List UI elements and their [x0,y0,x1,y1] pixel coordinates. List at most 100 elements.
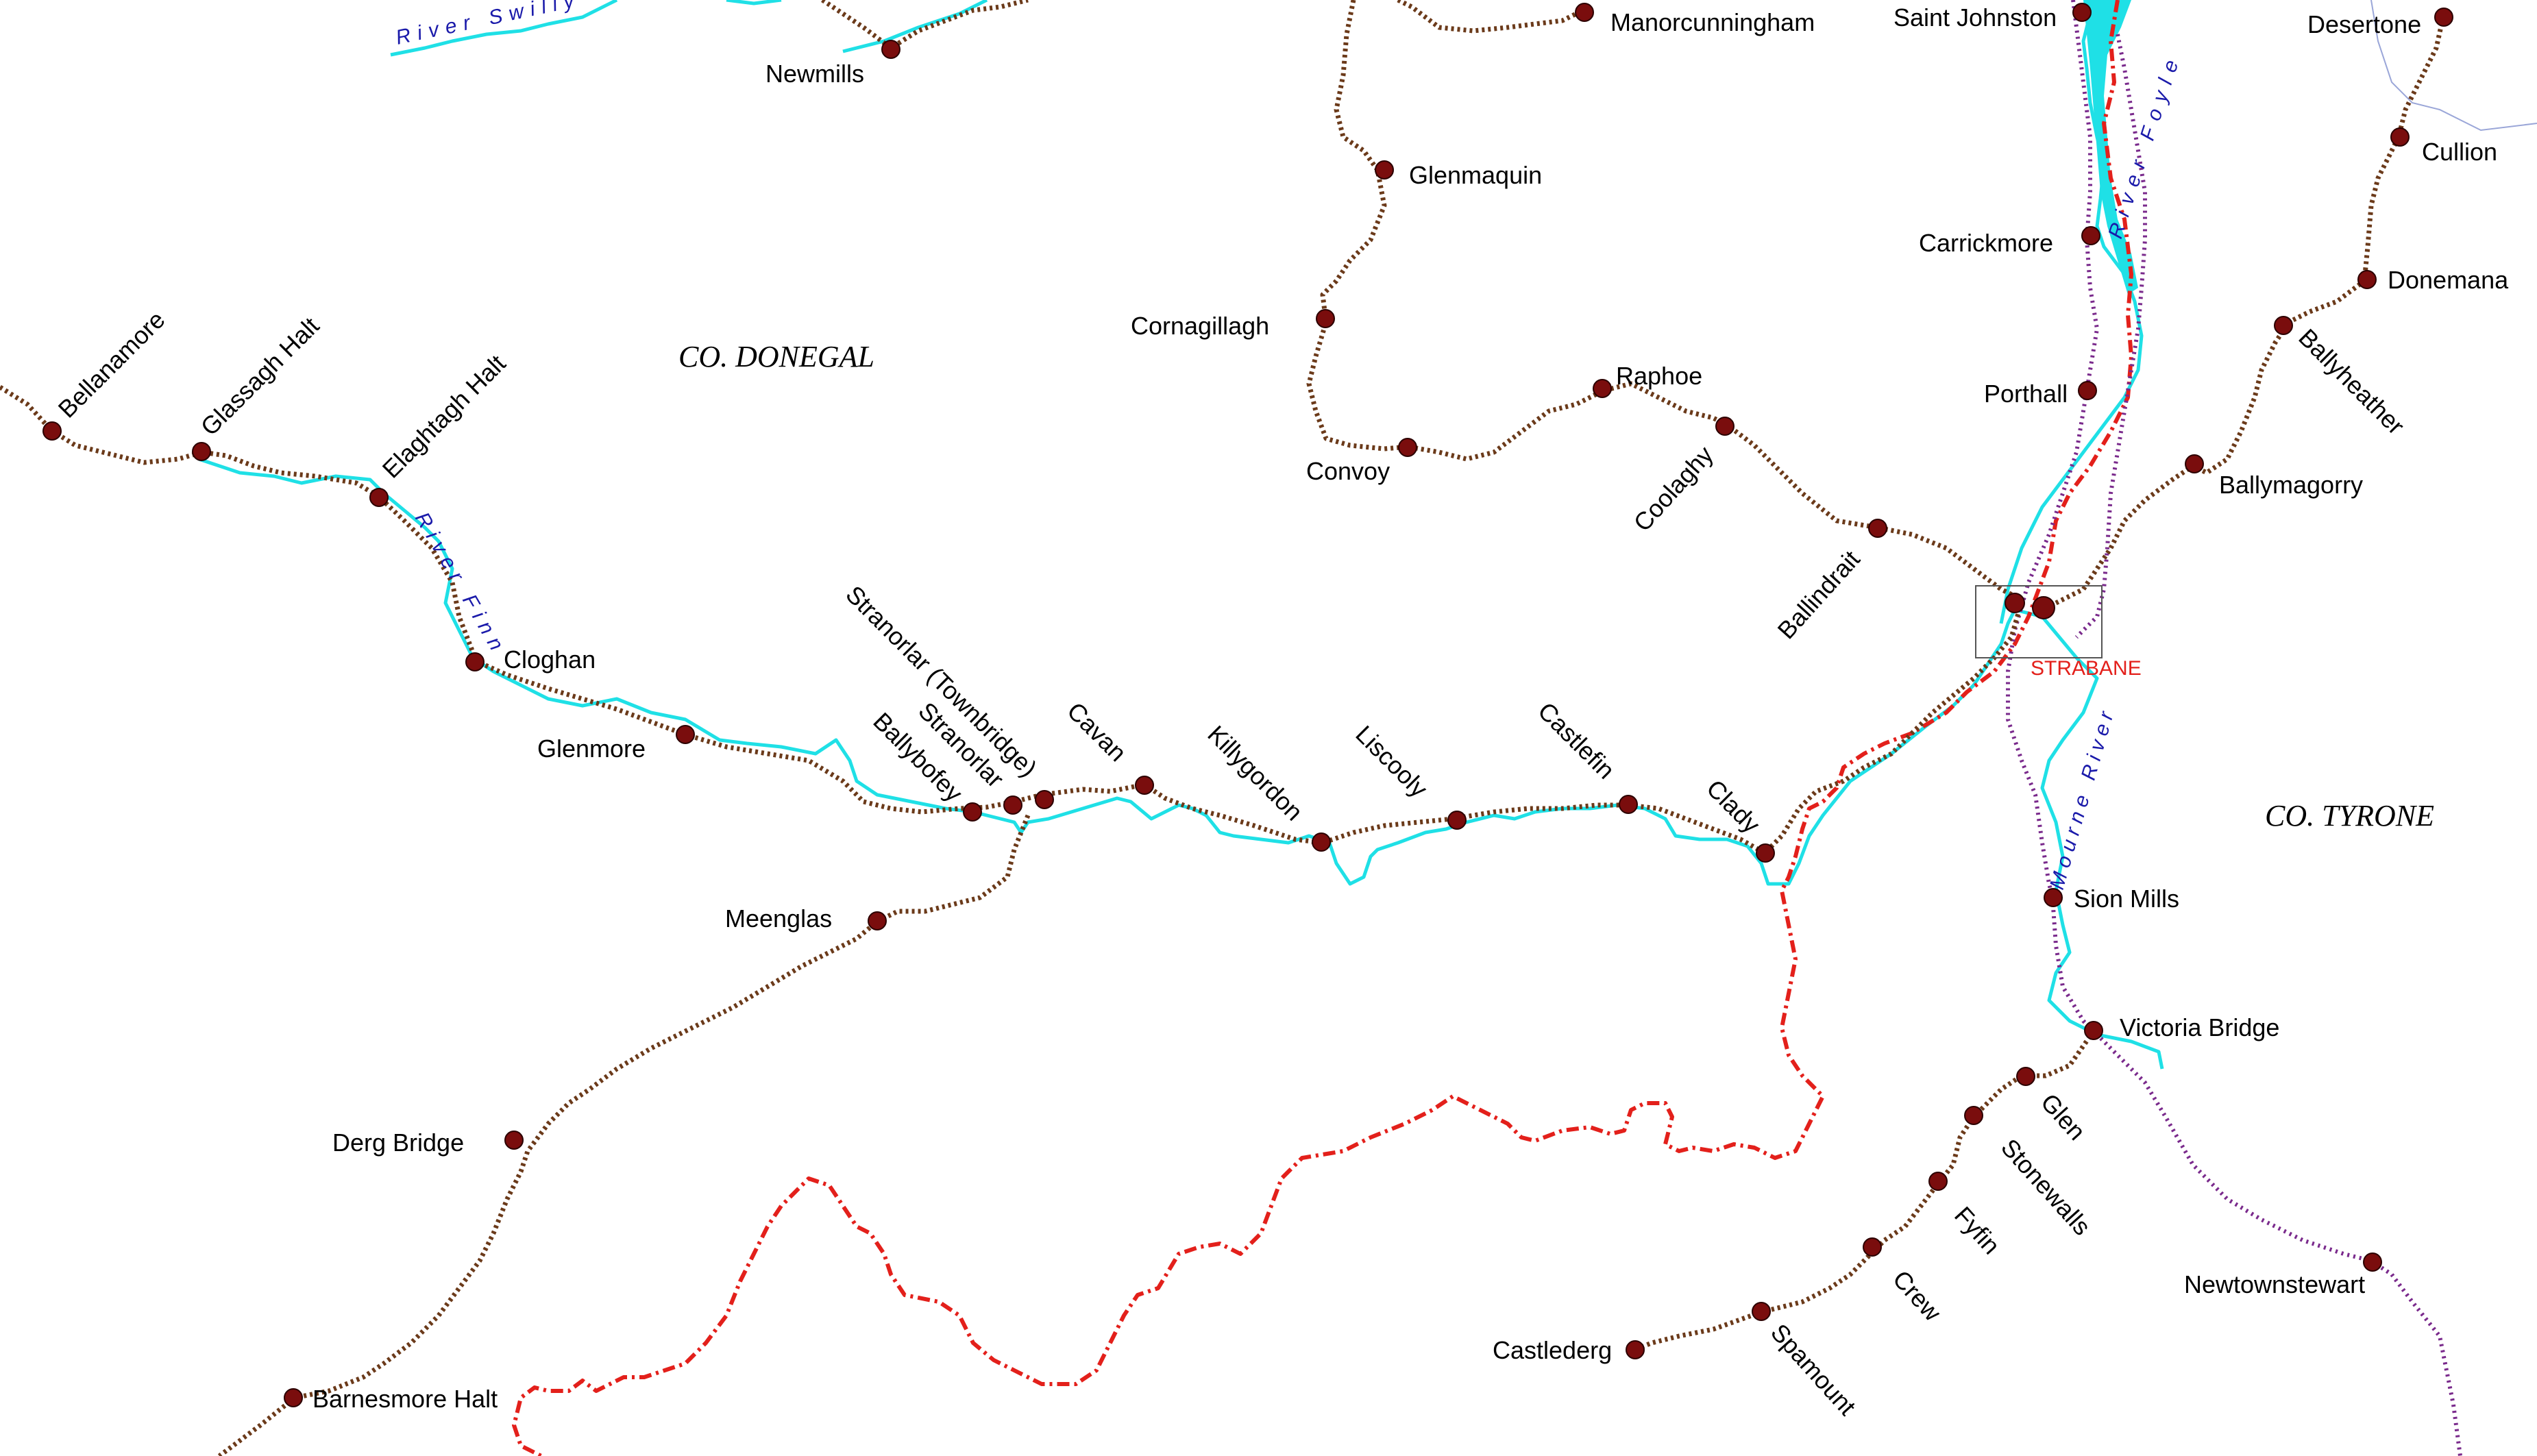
station-labels: Newmills Manorcunningham Saint Johnston … [53,3,2509,1420]
county-tyrone: CO. TYRONE [2265,799,2434,832]
label-desertone: Desertone [2307,10,2421,38]
station-marker [1316,309,1335,328]
station-marker [2072,3,2092,22]
label-glen: Glen [2035,1088,2091,1146]
gnr-line [2006,0,2462,1456]
station-marker [2185,454,2204,473]
station-marker [1398,438,1417,457]
station-marker [1593,379,1612,398]
station-marker [1868,519,1887,538]
label-cornagillagh: Cornagillagh [1131,312,1269,340]
station-marker [1863,1237,1882,1257]
railways [0,0,2446,1456]
label-porthall: Porthall [1984,380,2068,408]
minor-boundary-lines [2370,0,2537,132]
label-glenmaquin: Glenmaquin [1409,161,1542,189]
station-marker [1035,790,1054,809]
label-coolaghy: Coolaghy [1628,441,1718,536]
station-marker [2005,593,2025,613]
station-marker [504,1131,524,1150]
station-marker [2274,316,2293,335]
label-stonewalls: Stonewalls [1996,1133,2096,1241]
label-stranorlar-townbridge: Stranorlar (Townbridge) [840,580,1042,782]
station-marker [1447,811,1467,830]
station-marker [1626,1340,1645,1359]
station-marker [2390,127,2410,147]
label-cavan: Cavan [1062,697,1132,767]
label-killygordon: Killygordon [1202,720,1308,826]
label-bellanamore: Bellanamore [53,306,171,423]
county-donegal: CO. DONEGAL [678,340,874,373]
label-cloghan: Cloghan [504,645,596,674]
station-marker [2078,381,2097,400]
river-swilly-label: River Swilly [394,0,583,49]
river-swilly-2 [726,0,782,5]
label-strabane: STRABANE [2031,657,2142,680]
station-marker [2032,596,2055,619]
river-foyle-channel [2083,0,2138,295]
label-derg-bridge: Derg Bridge [332,1128,464,1157]
label-barnesmore-halt: Barnesmore Halt [312,1385,498,1413]
station-marker [1928,1172,1948,1191]
station-marker [1619,795,1638,814]
label-fyfin: Fyfin [1949,1201,2006,1259]
station-marker [2016,1067,2035,1086]
station-marker [1135,776,1154,795]
strabane-box [1975,585,2103,658]
label-saint-johnston: Saint Johnston [1893,3,2057,32]
county-border [512,0,2133,1456]
station-marker [42,421,62,441]
label-liscooly: Liscooly [1350,720,1433,803]
label-crew: Crew [1887,1265,1947,1327]
label-victoria-bridge: Victoria Bridge [2120,1013,2279,1041]
label-newtownstewart: Newtownstewart [2184,1270,2365,1298]
station-marker [369,488,389,507]
label-donemana: Donemana [2388,266,2509,294]
station-marker [1003,795,1022,815]
label-glassagh-halt: Glassagh Halt [195,312,325,441]
label-newmills: Newmills [765,60,864,88]
station-marker [1375,160,1394,180]
station-markers [42,3,2453,1407]
label-raphoe: Raphoe [1616,362,1702,390]
station-marker [963,802,982,822]
river-swilly-3 [842,0,988,53]
station-marker [2363,1253,2382,1272]
station-marker [1756,843,1775,863]
station-marker [2081,226,2100,245]
station-marker [2434,8,2453,27]
label-cullion: Cullion [2422,138,2497,166]
label-castlefin: Castlefin [1532,697,1620,785]
station-marker [465,652,485,671]
station-marker [2357,270,2377,289]
station-marker [676,725,695,744]
label-castlederg: Castlederg [1493,1336,1612,1364]
label-carrickmore: Carrickmore [1919,229,2053,257]
river-mourne-label: Mourne River [2046,704,2120,891]
station-marker [284,1388,303,1407]
station-marker [2044,888,2063,907]
label-meenglas: Meenglas [725,904,832,933]
label-convoy: Convoy [1306,457,1390,485]
station-marker [1752,1302,1771,1321]
station-marker [1575,3,1594,22]
rivers [198,0,2164,1070]
river-finn [198,457,2017,886]
river-swilly [390,0,618,57]
station-marker [881,40,900,59]
label-clady: Clady [1701,774,1765,839]
label-sion-mills: Sion Mills [2074,885,2179,913]
label-manorcunningham: Manorcunningham [1610,8,1815,36]
label-spamount: Spamount [1765,1318,1861,1420]
station-marker [1312,832,1331,852]
label-elaghtagh-halt: Elaghtagh Halt [377,349,511,484]
station-marker [868,911,887,930]
label-ballyheather: Ballyheather [2293,323,2410,441]
label-ballindrait: Ballindrait [1772,545,1865,644]
station-marker [2084,1021,2103,1040]
label-glenmore: Glenmore [537,735,646,763]
station-marker [192,442,211,461]
station-marker [1715,417,1735,436]
label-ballymagorry: Ballymagorry [2219,471,2363,499]
